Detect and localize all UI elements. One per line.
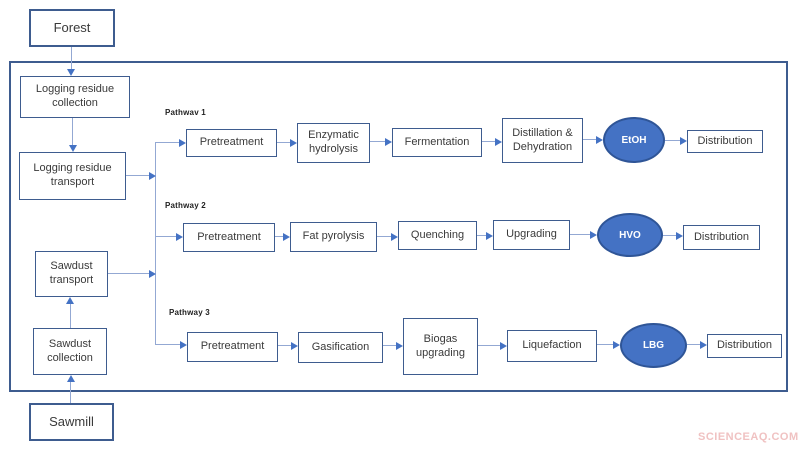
arrow-sawdust-transport-to-trunk	[108, 269, 156, 278]
node-sawdust-transport: Sawdust transport	[35, 251, 108, 297]
node-sawdust-collection: Sawdust collection	[33, 328, 107, 375]
arrow-p1-2	[370, 137, 392, 146]
node-p2-quenching: Quenching	[398, 221, 477, 250]
arrow-p3-2	[383, 341, 403, 350]
node-p1-pretreatment: Pretreatment	[186, 129, 277, 157]
arrow-p1-3	[482, 137, 502, 146]
node-sawmill: Sawmill	[29, 403, 114, 441]
node-p1-distribution: Distribution	[687, 130, 763, 153]
node-logging-residue-transport: Logging residue transport	[19, 152, 126, 200]
node-p2-distribution: Distribution	[683, 225, 760, 250]
arrow-p3-1	[278, 341, 298, 350]
arrow-p2-3	[477, 231, 493, 240]
product-lbg-ellipse: LBG	[620, 323, 687, 368]
arrow-p1-4	[583, 135, 603, 144]
trunk-line	[154, 143, 156, 345]
pathway-3-label: Pathway 3	[169, 308, 210, 317]
pathway-1-label: Pathwav 1	[165, 108, 206, 117]
arrow-logging-transport-to-trunk	[126, 171, 156, 180]
arrow-p2-5	[663, 231, 683, 240]
system-boundary-box	[9, 61, 788, 392]
arrow-p2-4	[570, 230, 597, 239]
node-p1-distillation-dehydration: Distillation & Dehydration	[502, 118, 583, 163]
arrow-trunk-to-pathway3	[155, 340, 187, 349]
watermark: SCIENCEAQ.COM	[698, 431, 799, 443]
arrow-sawdust-collection-to-transport	[66, 297, 74, 328]
arrow-collection-to-transport	[68, 118, 77, 152]
arrow-forest-to-collection	[67, 47, 75, 76]
arrow-trunk-to-pathway1	[155, 138, 186, 147]
node-forest: Forest	[29, 9, 115, 47]
arrow-sawmill-to-sawdust-collection	[66, 375, 75, 403]
node-p1-fermentation: Fermentation	[392, 128, 482, 157]
arrow-p2-2	[377, 232, 398, 241]
arrow-p1-5	[665, 136, 687, 145]
node-logging-residue-collection: Logging residue collection	[20, 76, 130, 118]
arrow-p1-1	[277, 138, 297, 147]
node-p3-pretreatment: Pretreatment	[187, 332, 278, 362]
node-p3-biogas-upgrading: Biogas upgrading	[403, 318, 478, 375]
arrow-trunk-to-pathway2	[155, 232, 183, 241]
node-p3-distribution: Distribution	[707, 334, 782, 358]
arrow-p3-3	[478, 341, 507, 350]
arrow-p3-5	[687, 340, 707, 349]
arrow-p3-4	[597, 340, 620, 349]
node-p3-liquefaction: Liquefaction	[507, 330, 597, 362]
pathway-2-label: Pathway 2	[165, 201, 206, 210]
node-p2-pretreatment: Pretreatment	[183, 223, 275, 252]
node-p2-fat-pyrolysis: Fat pyrolysis	[290, 222, 377, 252]
product-etoh-ellipse: EtOH	[603, 117, 665, 163]
product-hvo-ellipse: HVO	[597, 213, 663, 257]
node-p3-gasification: Gasification	[298, 332, 383, 363]
node-p1-enzymatic-hydrolysis: Enzymatic hydrolysis	[297, 123, 370, 163]
node-p2-upgrading: Upgrading	[493, 220, 570, 250]
arrow-p2-1	[275, 232, 290, 241]
